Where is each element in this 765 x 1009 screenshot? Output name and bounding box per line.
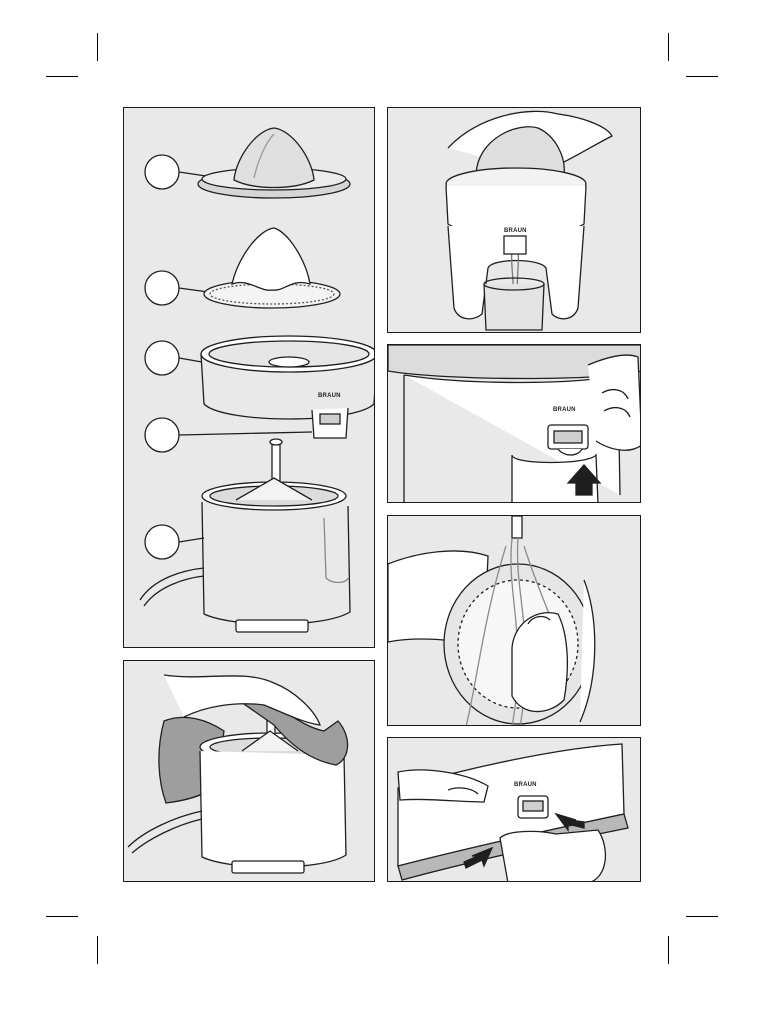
crop-mark <box>686 76 718 77</box>
wipe-motor-base-panel <box>123 660 375 882</box>
water-rinsing-sieve-icon <box>388 516 641 726</box>
crop-mark <box>668 936 669 964</box>
crop-mark <box>97 33 98 61</box>
brand-logo: BRAUN <box>318 393 341 399</box>
brand-logo: BRAUN <box>504 228 527 234</box>
push-spout-panel: BRAUN <box>387 344 641 503</box>
juicer-exploded-parts-icon: BRAUN <box>124 108 375 648</box>
crop-mark <box>668 33 669 61</box>
crop-mark <box>686 916 718 917</box>
remove-spout-panel: BRAUN <box>387 737 641 882</box>
hands-squeezing-spout-icon: BRAUN <box>388 738 641 882</box>
hand-cloth-cleaning-icon <box>124 661 375 882</box>
crop-mark <box>46 76 78 77</box>
brand-logo: BRAUN <box>514 782 537 788</box>
crop-mark <box>97 936 98 964</box>
rinse-sieve-panel <box>387 515 641 726</box>
press-fruit-panel: BRAUN <box>387 107 641 333</box>
brand-logo: BRAUN <box>553 407 576 413</box>
crop-mark <box>46 916 78 917</box>
finger-pushing-spout-icon: BRAUN <box>388 345 641 503</box>
parts-overview-panel: BRAUN <box>123 107 375 648</box>
hand-pressing-orange-icon: BRAUN <box>388 108 641 333</box>
